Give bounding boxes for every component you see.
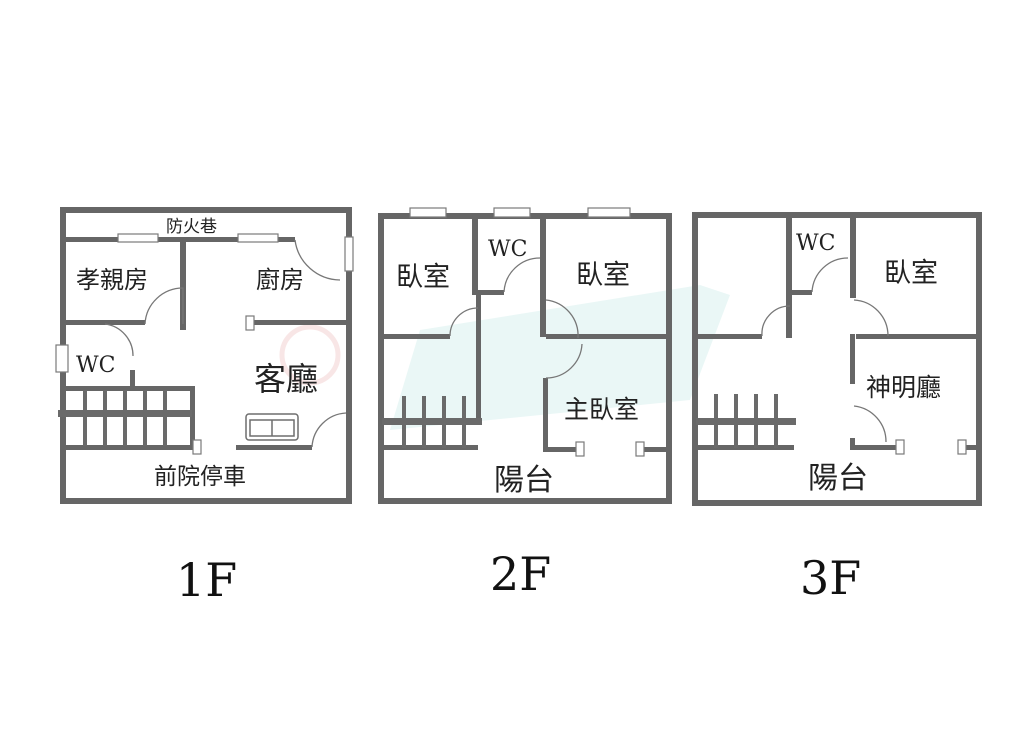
stairs-1f — [58, 390, 192, 446]
floor-2f: 臥室 WC 臥室 主臥室 陽台 2F — [378, 207, 672, 601]
room-label-front-yard-parking: 前院停車 — [154, 464, 246, 490]
floor-label-1f: 1F — [176, 553, 237, 607]
room-label-master-bedroom: 主臥室 — [564, 395, 639, 424]
room-label-bedroom-left-2f: 臥室 — [396, 262, 450, 293]
room-label-wc-3f: WC — [796, 231, 835, 256]
house-logo-icon — [390, 285, 730, 430]
sofa-icon — [245, 413, 299, 441]
stairs-2f — [382, 396, 482, 448]
floor-3f: WC 臥室 神明廳 陽台 3F — [692, 212, 982, 605]
room-label-balcony-3f: 陽台 — [808, 461, 868, 496]
floor-label-2f: 2F — [490, 547, 551, 601]
room-label-kitchen: 廚房 — [256, 266, 304, 294]
room-label-bedroom-3f: 臥室 — [884, 258, 938, 289]
floor-label-3f: 3F — [800, 551, 861, 605]
room-label-balcony-2f: 陽台 — [494, 463, 554, 498]
stairs-3f — [696, 394, 796, 448]
room-label-wc-2f: WC — [488, 237, 527, 262]
room-label-shrine-hall: 神明廳 — [866, 373, 941, 402]
floor-1f: 防火巷 孝親房 廚房 WC 客廳 前院停車 1F — [55, 207, 354, 607]
room-label-parents-room: 孝親房 — [76, 266, 148, 294]
room-label-living-room: 客廳 — [254, 360, 318, 398]
room-label-wc-1f: WC — [76, 353, 115, 378]
watermark — [279, 285, 730, 430]
room-label-fire-lane: 防火巷 — [166, 217, 217, 237]
room-label-bedroom-right-2f: 臥室 — [576, 260, 630, 291]
